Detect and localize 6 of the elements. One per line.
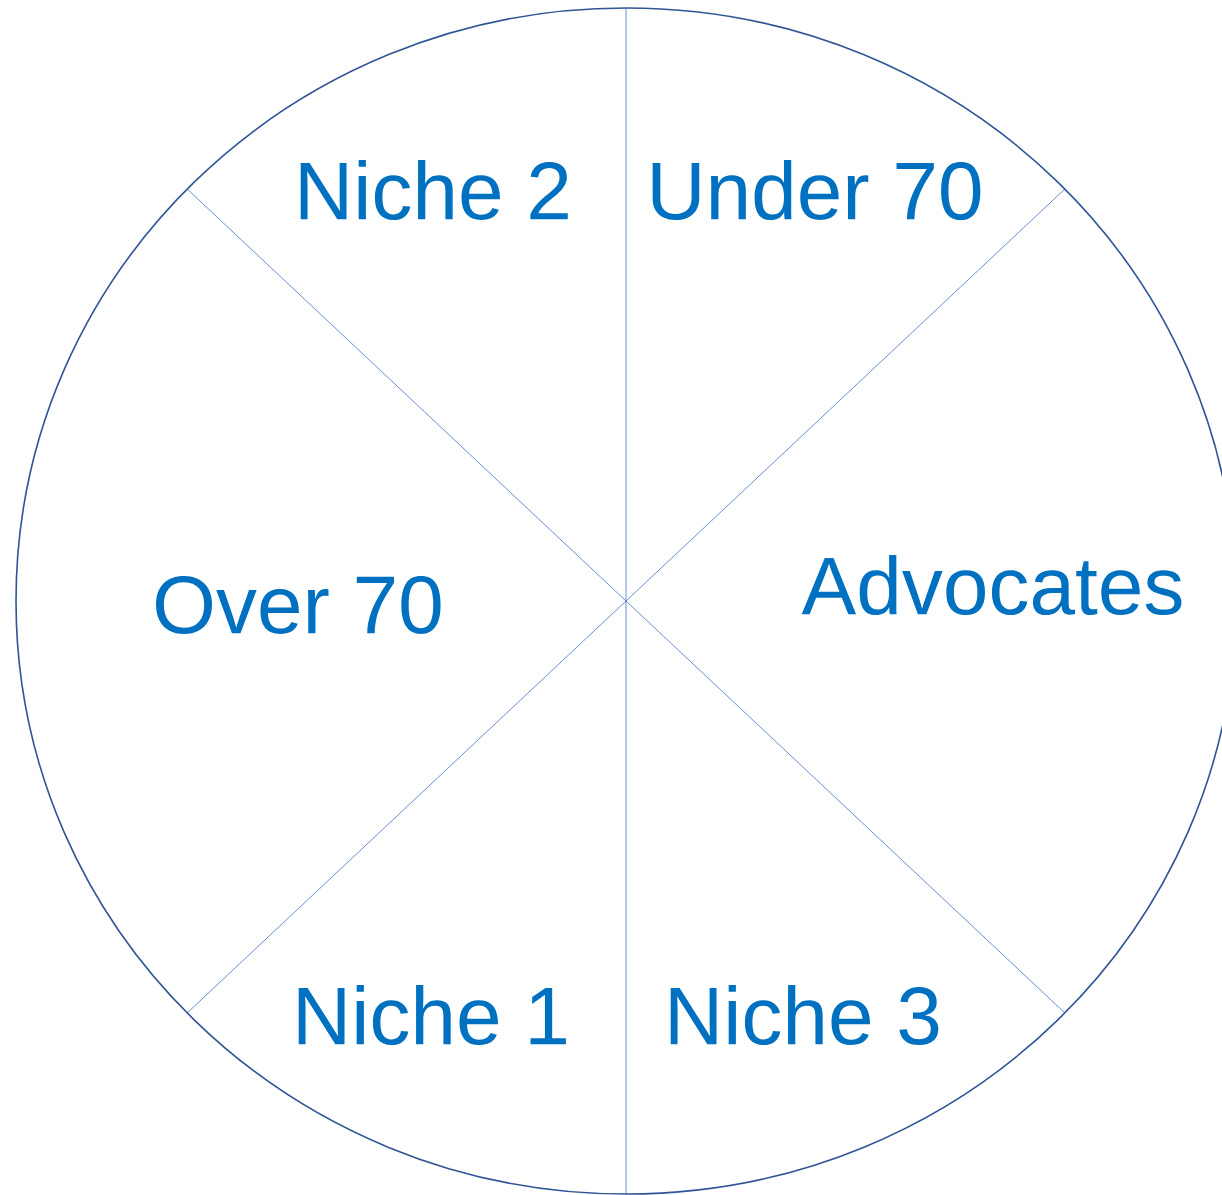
segment-label: Niche 1: [298, 984, 566, 1046]
segment-label: Over 70: [156, 576, 441, 634]
segment-label: Niche 2: [300, 159, 568, 221]
segment-label: Advocates: [801, 554, 1182, 616]
segment-label: Under 70: [652, 159, 981, 221]
segment-label: Niche 3: [670, 984, 939, 1046]
